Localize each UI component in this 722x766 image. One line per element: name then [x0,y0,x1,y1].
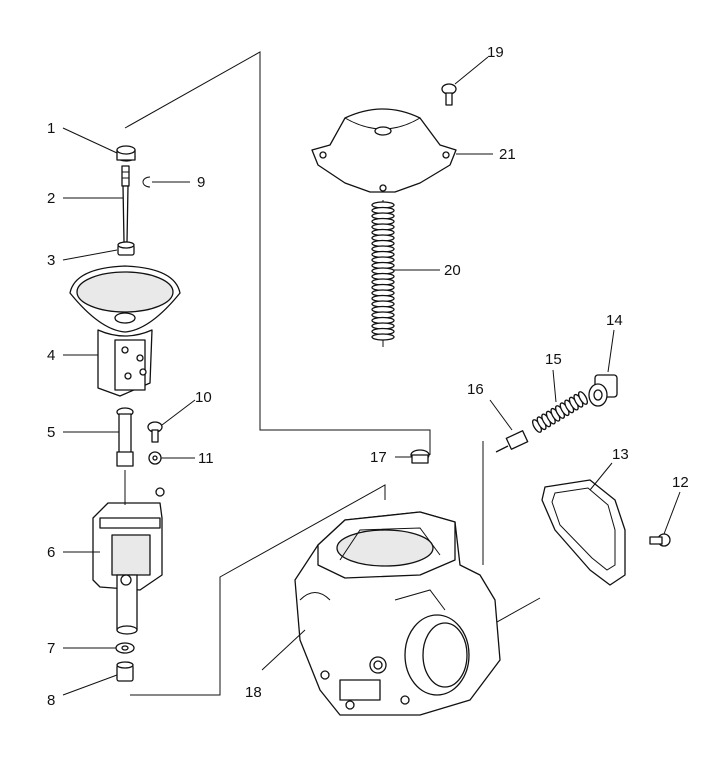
part-13-gasket [541,479,626,586]
part-8-main-jet [116,661,134,682]
callout-11: 11 [198,450,214,467]
part-16-valve [495,430,529,453]
part-2-needle [121,165,130,243]
callout-14: 14 [606,312,623,329]
part-11-lock-washer [148,451,162,465]
callout-10: 10 [195,389,212,406]
part-3-spacer [117,241,135,256]
part-10-screw [147,421,163,443]
part-5-needle-jet [116,407,134,467]
part-12-screw [649,533,671,547]
part-17-plug [410,449,430,464]
callout-12: 12 [672,474,689,491]
callout-6: 6 [47,544,55,561]
callout-8: 8 [47,692,55,709]
part-1-nut [116,145,136,162]
part-21-top-cover [311,108,457,193]
callout-20: 20 [444,262,461,279]
part-14-cap [588,374,618,407]
callout-7: 7 [47,640,55,657]
callout-5: 5 [47,424,55,441]
callout-1: 1 [47,120,55,137]
callout-3: 3 [47,252,55,269]
callout-18: 18 [245,684,262,701]
part-9-clip [142,176,151,188]
callout-17: 17 [370,449,387,466]
leader-lines [62,56,681,696]
callout-2: 2 [47,190,55,207]
part-7-washer [115,642,135,654]
part-20-spring [371,201,395,341]
callout-numbers: 1 2 3 4 5 6 7 8 9 10 11 12 13 14 15 16 1… [47,44,689,709]
callout-13: 13 [612,446,629,463]
part-19-screw [441,83,457,106]
callout-9: 9 [197,174,205,191]
callout-15: 15 [545,351,562,368]
part-4-vacuum-piston [69,265,181,397]
callout-21: 21 [499,146,516,163]
part-18-carburetor-body [294,511,501,716]
callout-19: 19 [487,44,504,61]
callout-16: 16 [467,381,484,398]
part-6-jet-holder [92,470,165,635]
part-15-spring [531,391,589,433]
callout-4: 4 [47,347,55,364]
